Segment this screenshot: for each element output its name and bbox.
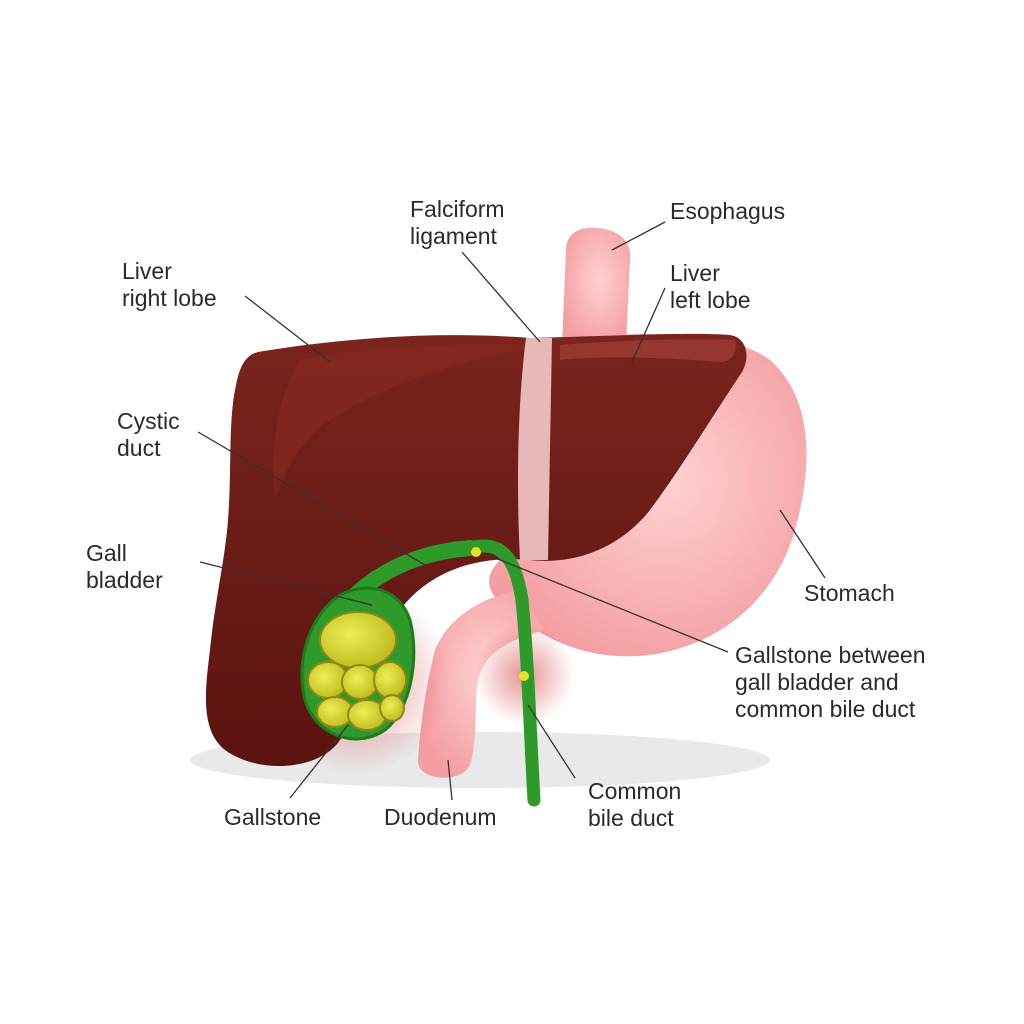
esophagus-shape (562, 227, 631, 345)
falciform-line1: Falciform (410, 196, 505, 222)
cystic-duct-label: Cystic duct (117, 408, 180, 462)
esophagus-leader (611, 221, 666, 251)
duodenum-label: Duodenum (384, 804, 497, 831)
gallstone-label: Gallstone (224, 804, 321, 831)
gall-bladder-leader (199, 561, 373, 606)
common-bile-duct-line1: Common (588, 778, 682, 804)
stomach-leader (779, 509, 826, 579)
gallstone-between-line3: common bile duct (735, 696, 916, 722)
common-bile-duct-leader (527, 704, 576, 779)
common-bile-duct-shape (463, 539, 541, 807)
common-bile-duct-line2: bile duct (588, 805, 674, 831)
liver-left-line1: Liver (670, 260, 720, 286)
gallstone-leader (289, 724, 349, 799)
stomach-label: Stomach (804, 580, 895, 607)
gallstone-between-leader (487, 554, 729, 653)
liver-right-line1: Liver (122, 258, 172, 284)
liver-right-lobe-label: Liver right lobe (122, 258, 217, 312)
falciform-leader (461, 251, 541, 343)
gallstone-between-line2: gall bladder and (735, 669, 899, 695)
gall-bladder-label: Gall bladder (86, 540, 163, 594)
liver-left-lobe-label: Liver left lobe (670, 260, 751, 314)
gallstone-cluster (307, 611, 407, 731)
esophagus-line1: Esophagus (670, 198, 786, 224)
falciform-line2: ligament (410, 223, 497, 249)
gallstone-between-label: Gallstone between gall bladder and commo… (735, 642, 926, 723)
falciform-ligament-shape (518, 338, 552, 560)
esophagus-label: Esophagus (670, 198, 785, 225)
liver-left-highlight (560, 339, 736, 362)
gall-bladder-line2: bladder (86, 567, 163, 593)
common-bile-duct-label: Common bile duct (588, 778, 681, 832)
gallstone-line1: Gallstone (224, 804, 322, 830)
duodenum-line1: Duodenum (384, 804, 497, 830)
stomach-line1: Stomach (804, 580, 895, 606)
liver-highlight (273, 343, 540, 500)
duct-gallstone-1 (471, 547, 481, 557)
cystic-duct-line2: duct (117, 435, 161, 461)
cystic-duct-leader (197, 431, 426, 566)
liver-left-leader (631, 287, 666, 363)
liver-left-line2: left lobe (670, 287, 751, 313)
liver-right-line2: right lobe (122, 285, 217, 311)
duodenum-leader (447, 759, 453, 801)
gall-bladder-line1: Gall (86, 540, 127, 566)
liver-right-leader (244, 295, 331, 363)
cystic-duct-line1: Cystic (117, 408, 180, 434)
falciform-ligament-label: Falciform ligament (410, 196, 505, 250)
gallstone-between-line1: Gallstone between (735, 642, 926, 668)
leader-lines (197, 221, 826, 801)
duct-gallstone-2 (519, 671, 529, 681)
